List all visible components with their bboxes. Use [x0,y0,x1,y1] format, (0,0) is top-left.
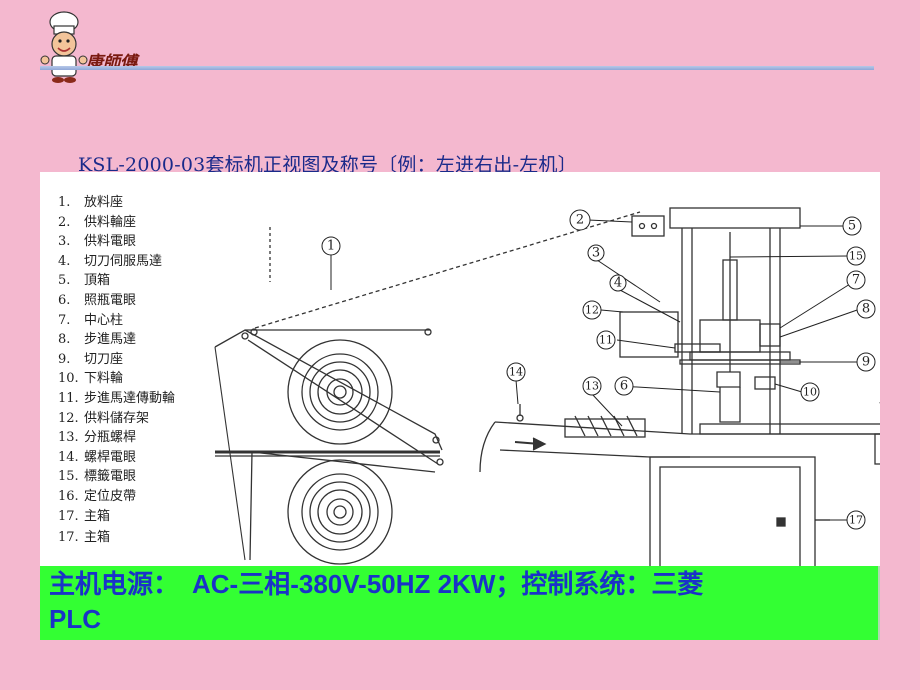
legend-item: 15.標籤電眼 [58,469,137,485]
legend-item: 17.主箱 [58,508,111,524]
callout-label: 1 [327,239,335,254]
callout-label: 8 [862,302,870,317]
legend-item: 1.放料座 [58,195,124,210]
banner-line-2: PLC [49,604,101,634]
callout-label: 13 [585,380,599,393]
power-spec-banner: 主机电源： AC-三相-380V-50HZ 2KW；控制系统：三菱 PLC [40,566,880,640]
callout-10 [800,382,820,402]
callout-5 [842,216,862,236]
machine-front-view-diagram: 1 2 3 4 5 6 7 8 9 10 11 12 13 14 15 16 1… [214,207,880,568]
callout-11 [596,330,616,350]
callout-4 [609,274,627,292]
callout-15 [846,246,866,266]
callout-7 [846,270,866,290]
legend-item: 8.步進馬達 [58,332,137,348]
legend-item: 6.照瓶電眼 [58,292,137,308]
legend-item: 7.中心柱 [58,312,124,328]
callout-label: 3 [592,246,600,261]
callout-label: 11 [599,334,613,347]
legend-item: 9.切刀座 [58,351,124,367]
brand-logo: 康師傅 [34,8,146,92]
legend-item: 4.切刀伺服馬達 [58,253,163,269]
callout-14 [506,362,526,382]
legend-item: 14.螺桿電眼 [58,449,137,465]
legend-item: 10.下料輪 [58,371,124,387]
callout-17 [846,510,866,530]
upper-label-reel [287,339,393,445]
callout-label: 5 [848,219,856,234]
banner-line-1: 主机电源： AC-三相-380V-50HZ 2KW；控制系统：三菱 [49,569,704,599]
legend-item: 12.供料儲存架 [58,410,150,426]
legend-item: 11.步進馬達傳動輪 [58,390,176,406]
legend-item: 16.定位皮帶 [58,488,137,504]
callout-label: 2 [576,213,584,228]
callout-label: 6 [620,379,628,394]
callout-label: 17 [849,514,863,527]
callout-6 [614,376,634,396]
callout-label: 15 [849,250,863,263]
callout-13 [582,376,602,396]
callout-12 [582,300,602,320]
callout-1 [321,236,341,256]
callout-label: 10 [803,386,817,399]
callout-label: 9 [862,355,870,370]
legend-item: 2.供料輪座 [58,214,137,230]
legend-item: 5.頂箱 [58,273,111,289]
callout-8 [856,299,876,319]
callout-3 [587,244,605,262]
parts-legend: 1.放料座 2.供料輪座 3.供料電眼 4.切刀伺服馬達 5.頂箱 6.照瓶電眼… [58,193,175,526]
page-title: KSL-2000-03套标机正视图及称号〔例：左进右出-左机〕 [78,154,577,176]
header-divider [40,66,874,70]
diagram-panel [40,172,880,568]
callout-label: 7 [852,273,860,288]
lower-label-reel [287,459,393,565]
legend-item: 3.供料電眼 [58,234,137,250]
callout-2 [569,209,591,231]
legend-item: 17.主箱 [58,530,111,545]
callout-9 [856,352,876,372]
callout-label: 12 [585,304,599,317]
callout-label: 4 [614,276,622,291]
callout-label: 14 [509,366,523,379]
legend-item: 13.分瓶螺桿 [58,430,137,446]
